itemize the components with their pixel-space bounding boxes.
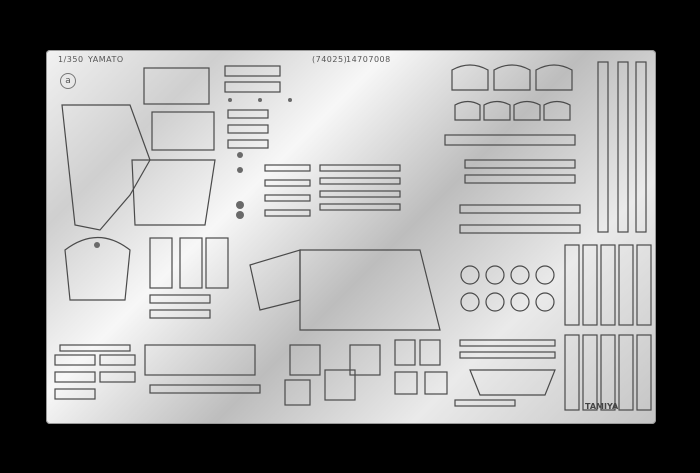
deck-wing [249, 249, 301, 311]
small-platforms [394, 339, 448, 395]
etched-detail-dots [94, 98, 292, 248]
ship-name: YAMATO [88, 55, 124, 64]
mesh-floors [149, 237, 229, 289]
comb-ladders [144, 344, 261, 394]
splinter-shields [451, 64, 573, 121]
rails-center [264, 164, 401, 217]
large-panel-right [131, 159, 216, 226]
scale-label: 1/350 [58, 55, 84, 64]
panel-top [143, 67, 210, 105]
vertical-rails-right [597, 61, 647, 233]
gun-tub-rings [460, 265, 555, 312]
panel-mid [151, 111, 215, 151]
ladder-grid-block-1 [224, 65, 281, 149]
fret-letter-badge: a [60, 73, 76, 89]
deck-trapezoid [299, 249, 441, 331]
boat-cradle [469, 369, 556, 396]
large-panel-left [61, 104, 151, 231]
grid-blocks-lower-right [564, 244, 652, 411]
photo-etch-fret [46, 50, 656, 424]
part-number: 14707008 [346, 55, 391, 64]
kit-code: (74025) [312, 55, 348, 64]
crane-arm [64, 237, 131, 301]
ladders-lower-middle [454, 339, 556, 407]
cross-platforms [284, 344, 381, 406]
ladders-lower-left [54, 294, 211, 400]
ladders-right [444, 134, 581, 234]
